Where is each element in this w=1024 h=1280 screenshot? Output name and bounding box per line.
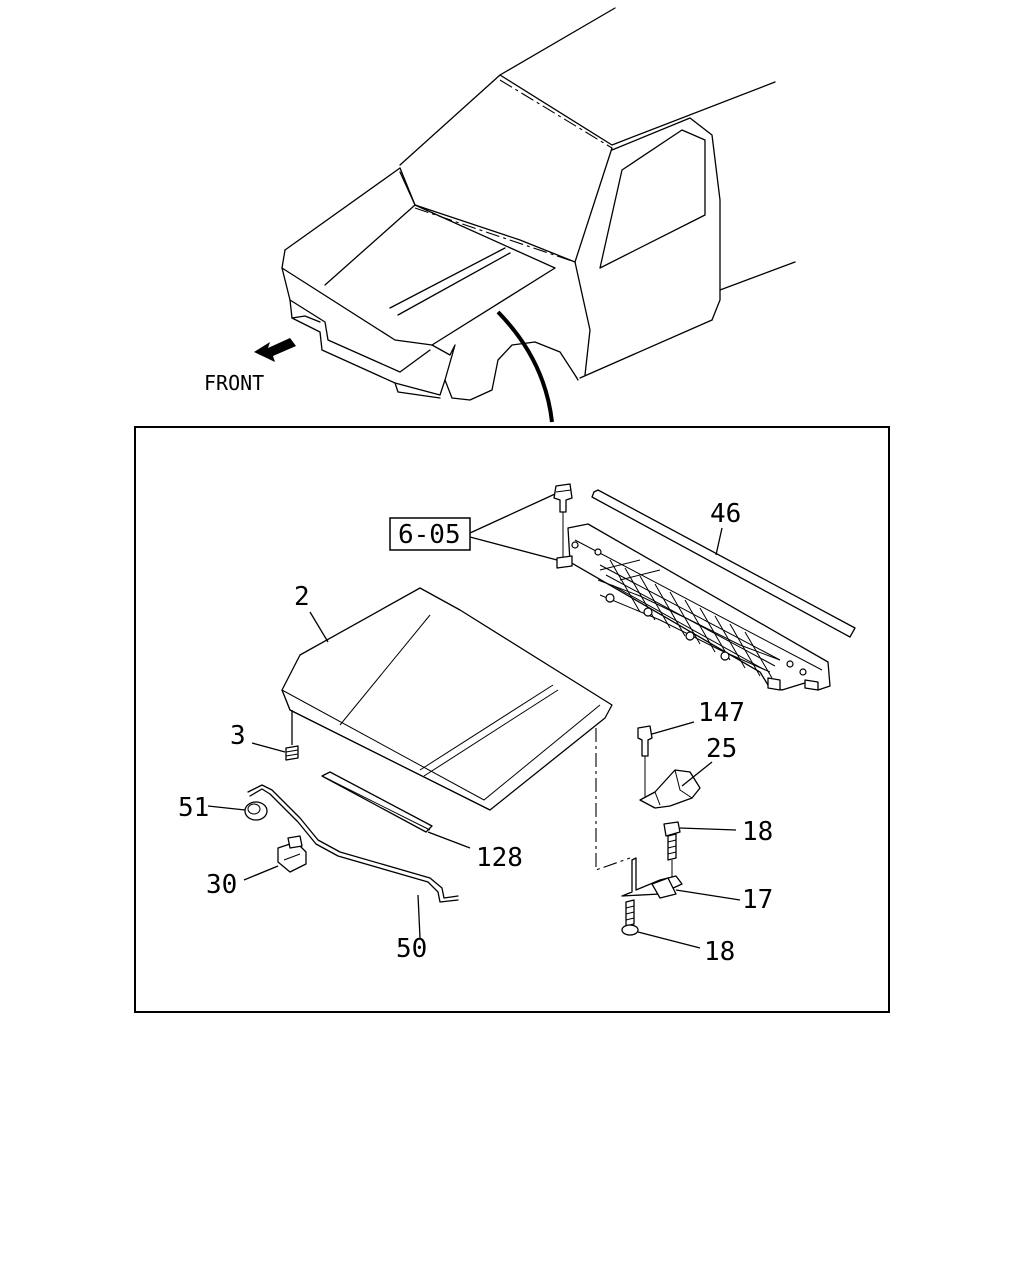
reference-box-label: 6-05 xyxy=(398,520,461,550)
callout-labels: 2 3 51 30 50 128 46 147 25 18 17 18 xyxy=(178,499,773,967)
callout-128: 128 xyxy=(476,843,523,873)
hinge-17-part xyxy=(621,857,683,899)
front-arrow-icon xyxy=(254,338,296,362)
callout-30: 30 xyxy=(206,870,237,900)
cowl-panel xyxy=(567,489,856,691)
hood-panel xyxy=(281,587,613,811)
callout-18-lower: 18 xyxy=(704,937,735,967)
hood-bumper-part xyxy=(285,745,299,761)
callout-25: 25 xyxy=(706,734,737,764)
detail-frame xyxy=(134,426,890,1013)
bracket-25-part xyxy=(639,769,701,809)
reference-box: 6-05 xyxy=(389,493,558,561)
bolt-18-lower-part xyxy=(621,899,639,936)
front-direction-label: FRONT xyxy=(204,371,264,395)
vehicle-overview: FRONT xyxy=(204,7,796,423)
callout-51: 51 xyxy=(178,793,209,823)
bolt-18-upper-part xyxy=(663,821,681,880)
clip-147-part xyxy=(637,725,653,800)
callout-18-upper: 18 xyxy=(742,817,773,847)
callout-2: 2 xyxy=(294,582,310,612)
hood-seal-strip xyxy=(321,771,433,833)
callout-46: 46 xyxy=(710,499,741,529)
callout-leaders xyxy=(207,527,741,949)
grommet-part xyxy=(244,801,268,821)
callout-50: 50 xyxy=(396,934,427,964)
callout-3: 3 xyxy=(230,721,246,751)
hood-release-cable xyxy=(247,784,459,903)
callout-17: 17 xyxy=(742,885,773,915)
cowl-clip xyxy=(553,483,573,569)
callout-147: 147 xyxy=(698,698,745,728)
hood-latch-part xyxy=(277,835,307,873)
